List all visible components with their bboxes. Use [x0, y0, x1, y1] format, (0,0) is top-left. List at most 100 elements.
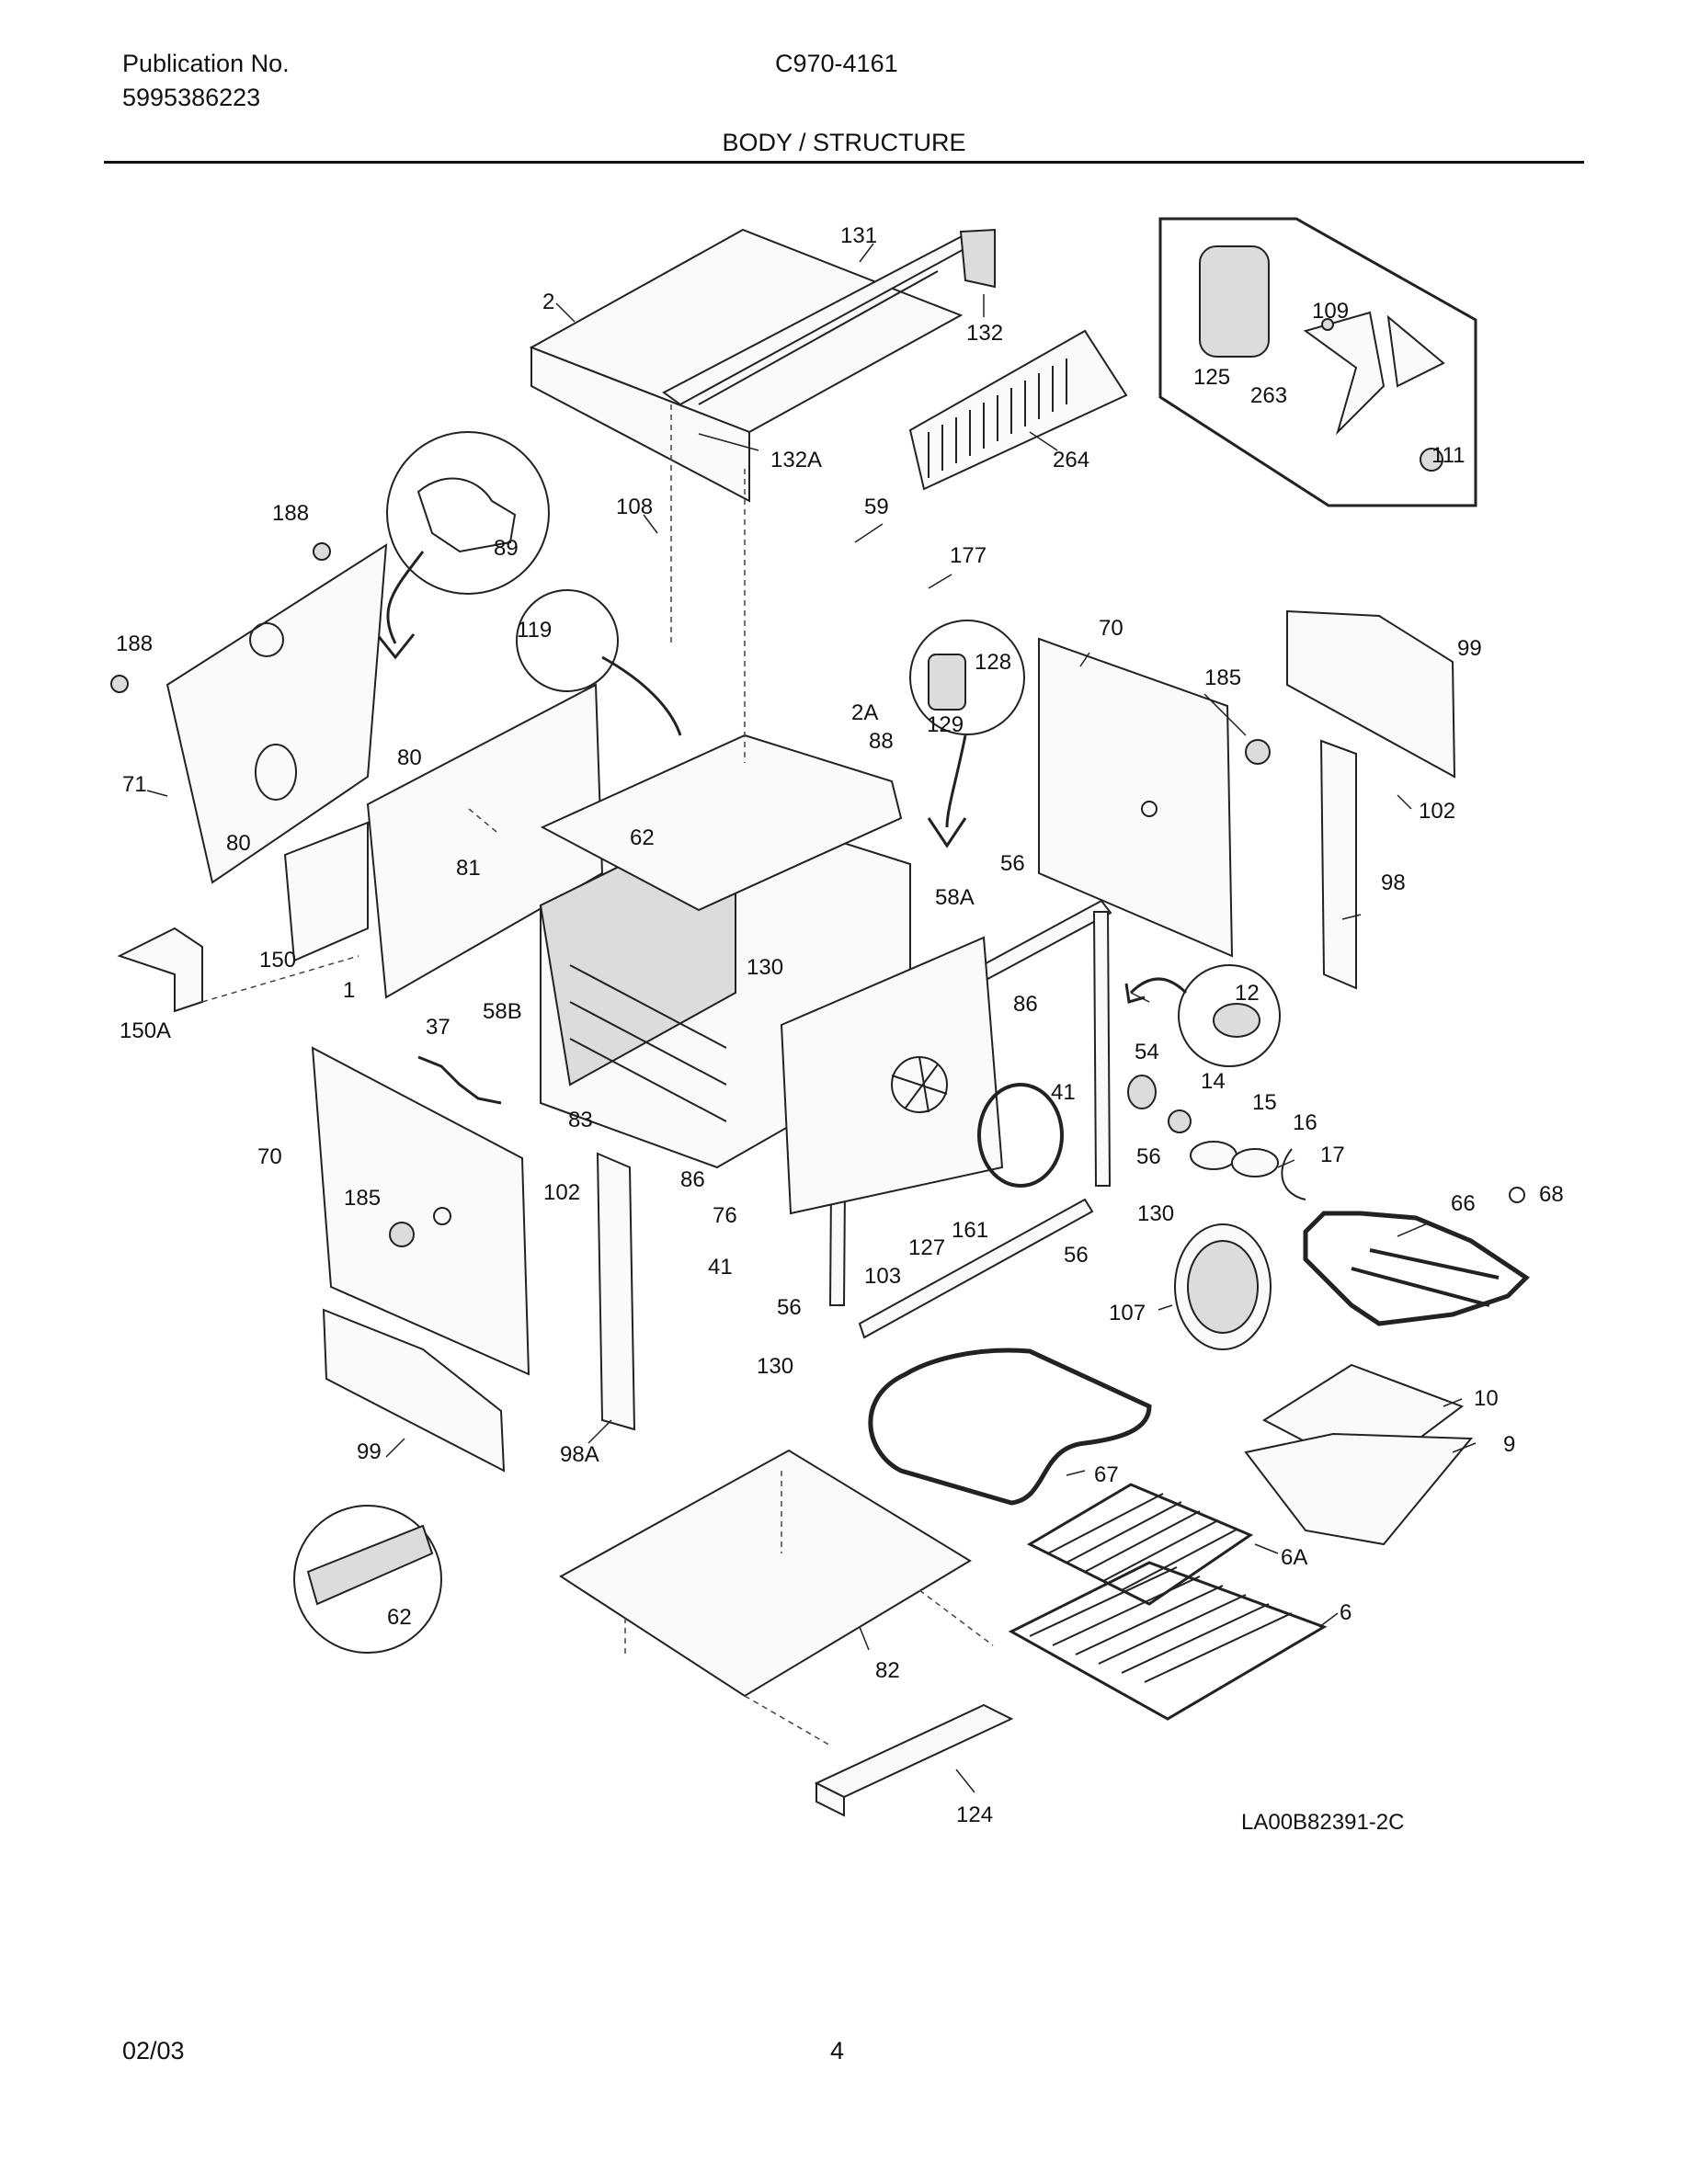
callout-14: 14: [1201, 1069, 1226, 1094]
callout-56a: 56: [1000, 851, 1025, 876]
oven-rack-6a-part: [1026, 1483, 1254, 1606]
callout-1: 1: [343, 978, 355, 1003]
callout-81: 81: [456, 856, 481, 881]
callout-labels: 2 131 132 132A 264 125 109 263 111 188 1…: [116, 223, 1564, 1835]
callout-62a: 62: [630, 825, 655, 850]
callout-185b: 185: [344, 1186, 381, 1211]
top-inner-plate-part: [540, 734, 903, 912]
callout-41b: 41: [708, 1255, 733, 1280]
callout-82: 82: [875, 1658, 900, 1683]
callout-37: 37: [426, 1015, 451, 1040]
callout-102b: 102: [543, 1180, 580, 1205]
callout-17: 17: [1320, 1143, 1345, 1167]
side-rail-98-part: [1319, 739, 1357, 990]
callout-124: 124: [956, 1803, 993, 1827]
vent-grille-part: [908, 329, 1128, 491]
drawer-part: [814, 1703, 1014, 1799]
top-cover-part: [529, 228, 996, 503]
callout-2a: 2A: [851, 700, 878, 725]
convection-motor-inset: [1158, 217, 1477, 507]
callout-71: 71: [122, 772, 147, 797]
callout-103: 103: [864, 1264, 901, 1289]
callout-86b: 86: [680, 1167, 705, 1192]
callout-188a: 188: [272, 501, 309, 526]
callout-131: 131: [840, 223, 877, 248]
callout-76: 76: [713, 1203, 737, 1228]
oven-rack-6-part: [1008, 1561, 1328, 1721]
callout-12: 12: [1235, 981, 1260, 1006]
callout-58b: 58B: [483, 999, 522, 1024]
callout-127: 127: [908, 1235, 945, 1260]
publication-label: Publication No.: [122, 50, 290, 77]
callout-70a: 70: [1099, 616, 1123, 641]
callout-161: 161: [952, 1218, 988, 1243]
plug-188b: [110, 675, 129, 693]
callout-9: 9: [1503, 1432, 1515, 1457]
callout-6: 6: [1340, 1600, 1352, 1625]
callout-6a: 6A: [1281, 1545, 1307, 1570]
callout-56c: 56: [1064, 1243, 1089, 1268]
callout-88: 88: [869, 729, 894, 754]
callout-264: 264: [1053, 448, 1089, 472]
bottom-panel-part: [559, 1449, 972, 1698]
callout-58a: 58A: [935, 885, 975, 910]
left-side-panel-part: [165, 543, 388, 884]
control-board-99-part: [1286, 609, 1456, 779]
callout-188b: 188: [116, 631, 153, 656]
callout-108: 108: [616, 495, 653, 519]
callout-68: 68: [1539, 1182, 1564, 1207]
callout-150: 150: [259, 948, 296, 973]
callout-67: 67: [1094, 1462, 1119, 1487]
callout-102a: 102: [1419, 799, 1455, 824]
footer-date: 02/03: [122, 2037, 185, 2065]
right-side-panel-part: [311, 1046, 530, 1376]
callout-125: 125: [1193, 365, 1230, 390]
callout-62b: 62: [387, 1605, 412, 1630]
publication-number: 5995386223: [122, 84, 261, 111]
callout-99a: 99: [1457, 636, 1482, 661]
callout-119: 119: [517, 618, 552, 643]
callout-128: 128: [975, 650, 1011, 675]
plug-188a: [313, 542, 331, 561]
page-number: 4: [830, 2037, 845, 2065]
callout-15: 15: [1252, 1090, 1277, 1115]
side-rail-98a-part: [596, 1152, 636, 1431]
callout-80a: 80: [397, 745, 422, 770]
callout-56b: 56: [1136, 1144, 1161, 1169]
callout-185a: 185: [1204, 665, 1241, 690]
callout-130b: 130: [1137, 1201, 1174, 1226]
callout-70b: 70: [257, 1144, 282, 1169]
callout-111: 111: [1431, 443, 1465, 468]
callout-263: 263: [1250, 383, 1287, 408]
rear-panel-part: [1038, 637, 1234, 958]
callout-109: 109: [1312, 299, 1349, 324]
callout-56d: 56: [777, 1295, 802, 1320]
callout-59: 59: [864, 495, 889, 519]
callout-2: 2: [542, 290, 554, 314]
callout-83: 83: [568, 1108, 593, 1132]
control-board-99b-part: [322, 1308, 506, 1473]
section-title: BODY / STRUCTURE: [722, 129, 966, 156]
callout-66: 66: [1451, 1191, 1476, 1216]
callout-86a: 86: [1013, 992, 1038, 1017]
model-number: C970-4161: [775, 50, 898, 77]
bracket-150a: [117, 927, 203, 1013]
callout-89: 89: [494, 536, 519, 561]
callout-99b: 99: [357, 1439, 382, 1464]
callout-132a: 132A: [770, 448, 822, 472]
callout-98a: 98A: [560, 1442, 599, 1467]
callout-132: 132: [966, 321, 1003, 346]
callout-54: 54: [1135, 1040, 1159, 1064]
callout-107: 107: [1109, 1301, 1146, 1325]
callout-177: 177: [950, 543, 987, 568]
header-rule: [104, 161, 1584, 164]
callout-130c: 130: [757, 1354, 793, 1379]
callout-41a: 41: [1051, 1080, 1076, 1105]
drawing-id: LA00B82391-2C: [1241, 1810, 1404, 1835]
callout-80b: 80: [226, 831, 251, 856]
callout-150a: 150A: [120, 1018, 171, 1043]
callout-16: 16: [1293, 1110, 1317, 1135]
callout-10: 10: [1474, 1386, 1499, 1411]
callout-129: 129: [927, 712, 964, 737]
